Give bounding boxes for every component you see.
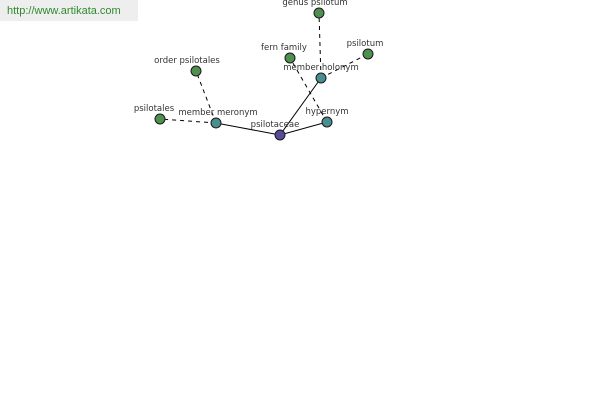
node-psilotales[interactable] xyxy=(154,113,166,125)
label-order-psilotales: order psilotales xyxy=(154,56,220,66)
label-hypernym: hypernym xyxy=(305,107,348,117)
label-member-holonym: member holonym xyxy=(283,63,358,73)
label-psilotaceae: psilotaceae xyxy=(251,120,300,130)
edge-center-member-holonym xyxy=(279,77,322,136)
edge-member-holonym-genus-psilotum xyxy=(318,12,322,79)
edge-center-hypernym xyxy=(279,121,328,136)
edge-member-meronym-order-psilotales xyxy=(195,70,217,124)
edge-member-holonym-psilotum xyxy=(320,53,369,79)
edge-member-meronym-psilotales xyxy=(159,118,217,124)
label-member-meronym: member meronym xyxy=(178,108,257,118)
label-genus-psilotum: genus psilotum xyxy=(282,0,347,8)
node-hypernym[interactable] xyxy=(321,116,333,128)
source-url-link[interactable]: http://www.artikata.com xyxy=(0,0,138,21)
edge-center-member-meronym xyxy=(215,122,281,136)
node-fern-family[interactable] xyxy=(284,52,296,64)
label-psilotales: psilotales xyxy=(134,104,175,114)
node-genus-psilotum[interactable] xyxy=(313,7,325,19)
node-psilotaceae[interactable] xyxy=(274,129,286,141)
label-fern-family: fern family xyxy=(261,43,307,53)
node-order-psilotales[interactable] xyxy=(190,65,202,77)
node-member-meronym[interactable] xyxy=(210,117,222,129)
label-psilotum: psilotum xyxy=(347,39,384,49)
node-psilotum[interactable] xyxy=(362,48,374,60)
node-member-holonym[interactable] xyxy=(315,72,327,84)
